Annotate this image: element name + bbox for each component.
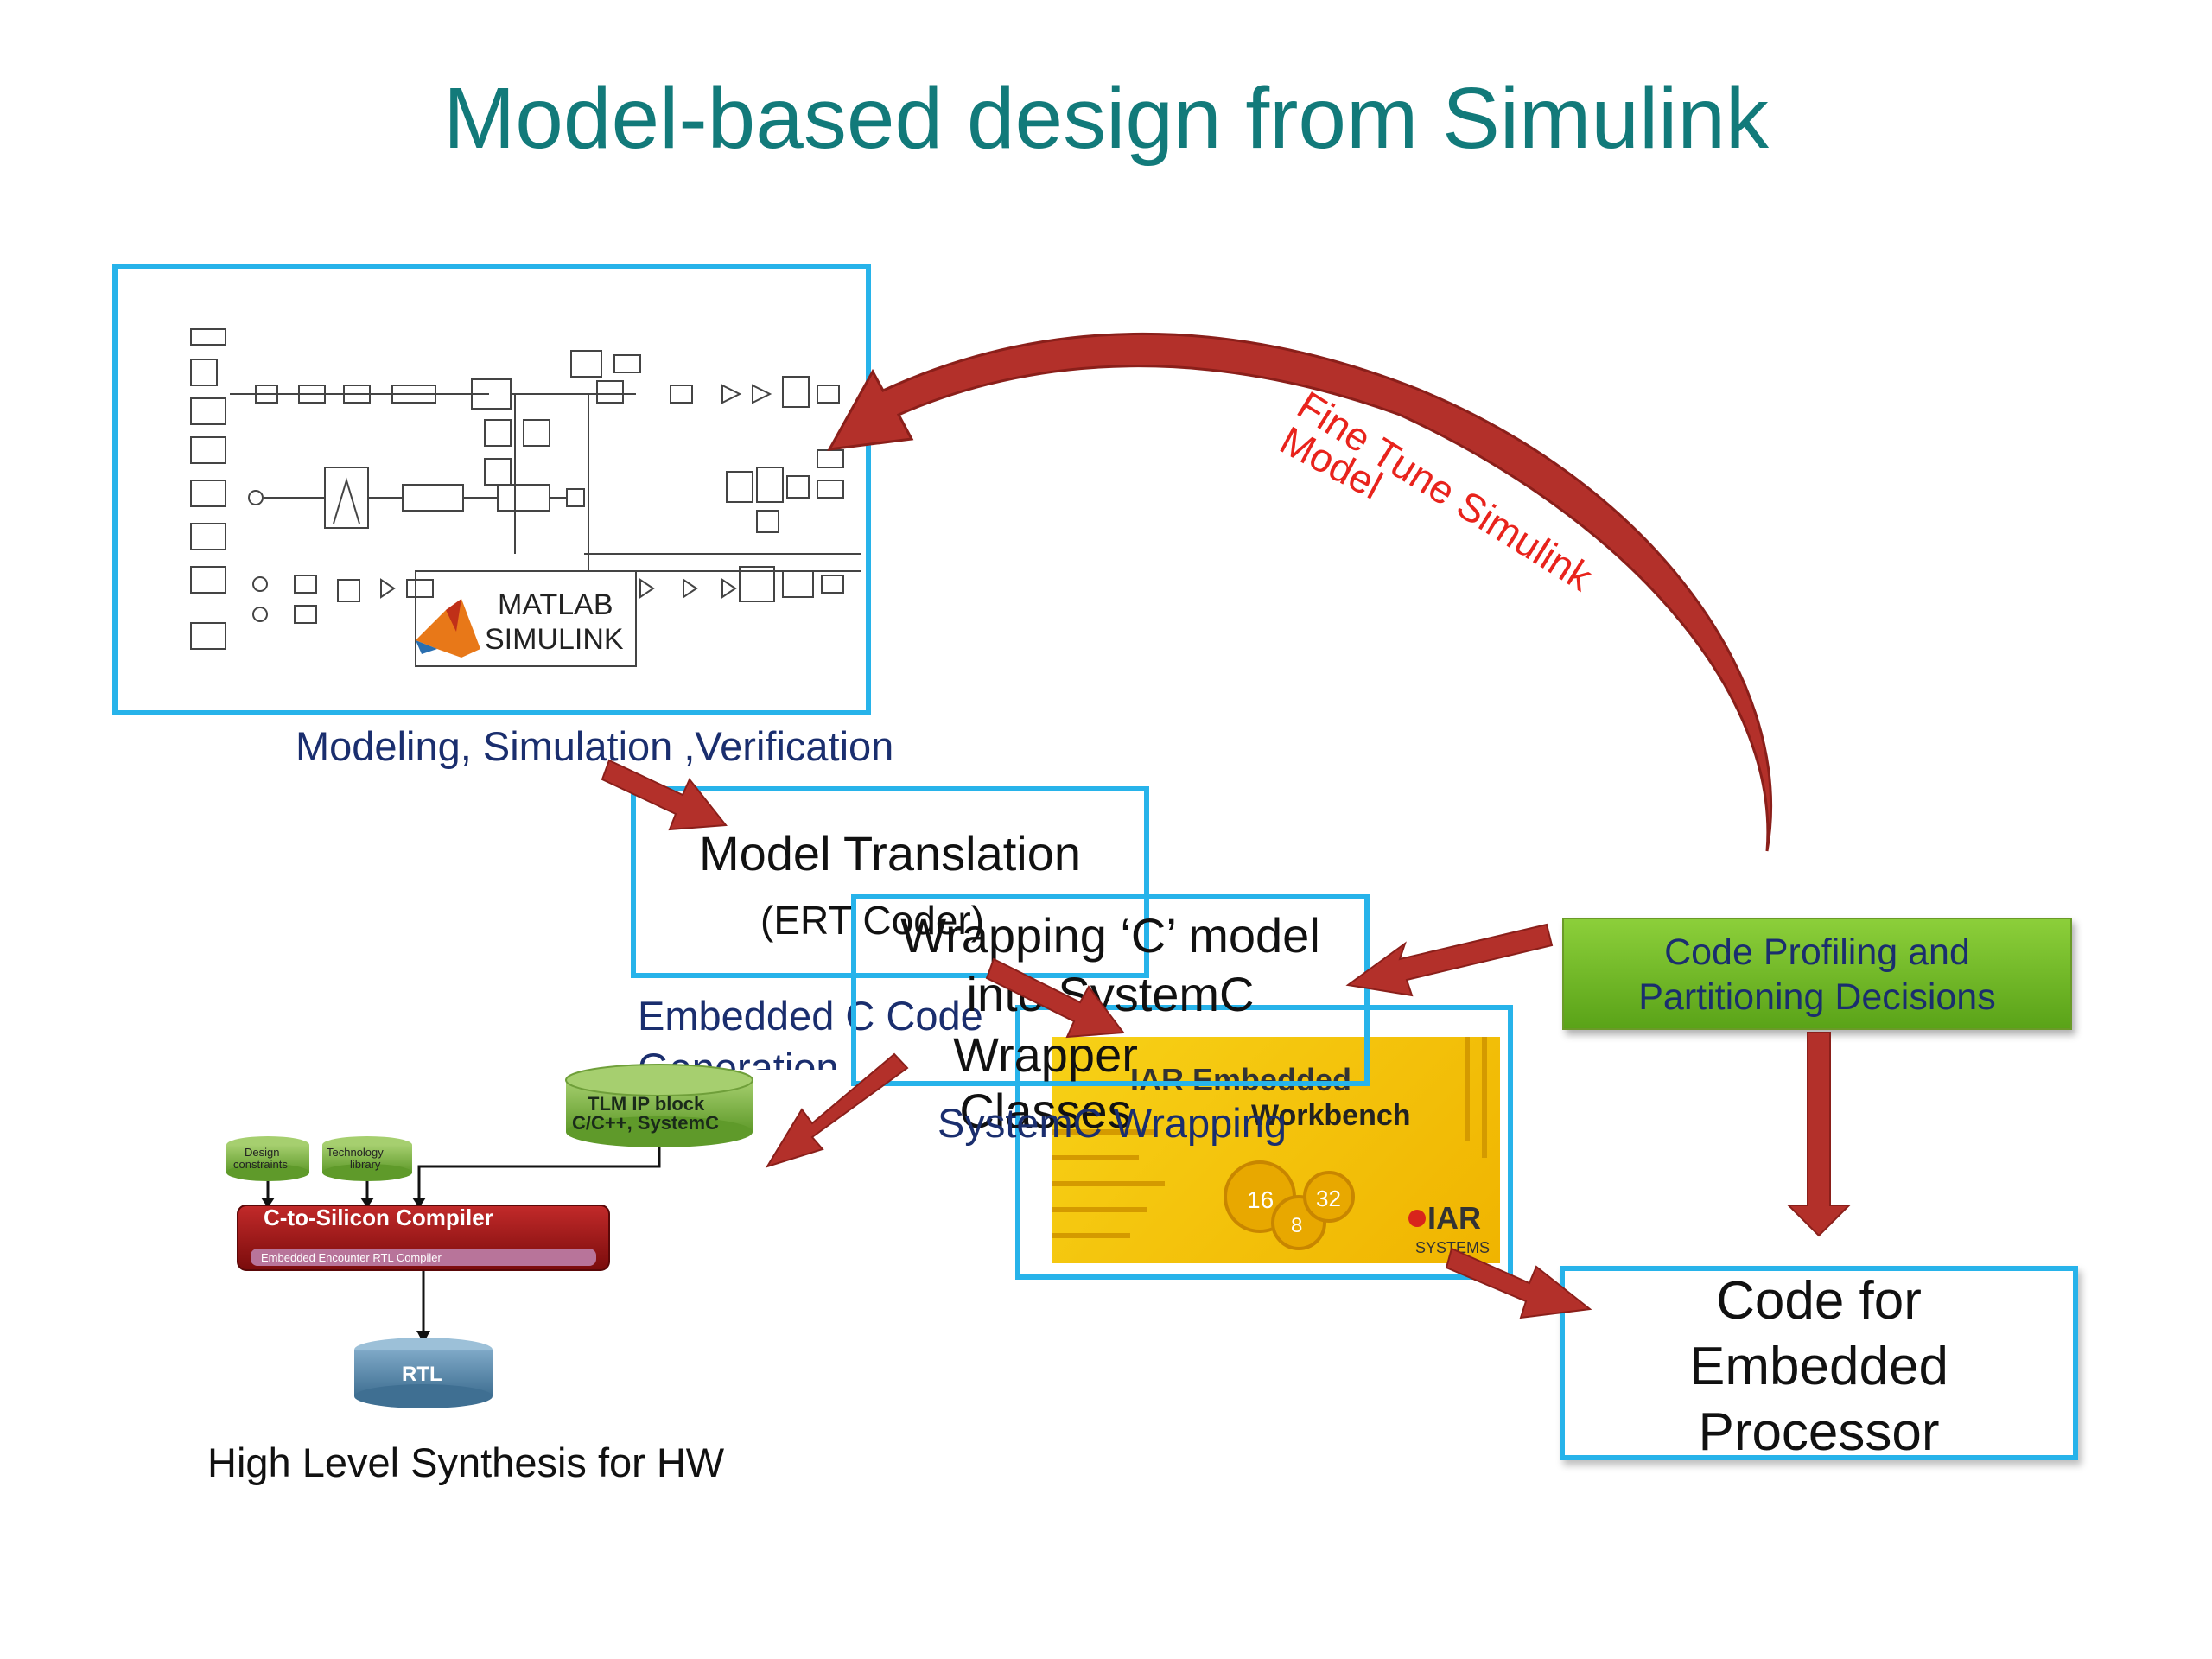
design-constraints-line1: Design [245, 1146, 279, 1159]
tlm-label-line2: C/C++, SystemC [572, 1112, 719, 1134]
arrow-to-embedded-code [1786, 1032, 1852, 1237]
design-constraints-line2: constraints [233, 1158, 288, 1171]
arrow-to-hls [765, 1052, 909, 1168]
embedded-code-line3: Processor [1698, 1402, 1940, 1462]
slide-title: Model-based design from Simulink [442, 70, 1770, 167]
rtl-label: RTL [402, 1363, 442, 1386]
iar-panel-frame [1015, 1005, 1513, 1280]
model-translation-label: Model Translation [698, 826, 1081, 880]
code-profiling-line2: Partitioning Decisions [1638, 976, 1996, 1018]
simulink-block-diagram: MATLAB SIMULINK [190, 328, 861, 667]
systemc-wrapping-caption: SystemC Wrapping [938, 1100, 1287, 1146]
arrow-profiling-to-wrapping [1345, 923, 1554, 997]
chip-8-text: 8 [1291, 1214, 1302, 1237]
embedded-code-line2: Embedded [1689, 1337, 1948, 1396]
iar-systems-text: SYSTEMS [1415, 1239, 1490, 1256]
wrapping-label-line3: Wrapper Classes [953, 1027, 1138, 1138]
iar-title-text: IAR Embedded [1130, 1062, 1351, 1097]
chip-32-text: 32 [1316, 1185, 1341, 1211]
arrow-to-model-translation [601, 759, 728, 831]
iar-workbench-image: 16 32 8 IAR Embedded Workbench IAR SYSTE… [1052, 1037, 1500, 1263]
hls-caption: High Level Synthesis for HW [207, 1440, 725, 1485]
iar-workbench-text: Workbench [1251, 1099, 1411, 1132]
compiler-sub-label: Embedded Encounter RTL Compiler [261, 1251, 442, 1264]
iar-logo-text: IAR [1427, 1200, 1481, 1236]
compiler-label: C-to-Silicon Compiler [264, 1205, 493, 1230]
tech-library-line2: library [350, 1158, 381, 1171]
systemc-wrapping-box [851, 894, 1370, 1086]
ert-coder-label: (ERT Coder) [760, 898, 985, 943]
fine-tune-feedback-arrow [827, 333, 1772, 852]
iar-logo-icon [1408, 1210, 1426, 1227]
chip-16-text: 16 [1247, 1186, 1274, 1213]
embedded-code-box [1560, 1266, 2078, 1460]
tlm-label-line1: TLM IP block [588, 1093, 705, 1115]
matlab-logo-text: MATLAB [498, 588, 613, 621]
c-code-generation-caption-line1: Embedded C Code [638, 993, 983, 1039]
tlm-cylinder-top [565, 1064, 753, 1096]
model-translation-box [631, 786, 1149, 978]
code-profiling-line1: Code Profiling and [1664, 931, 1970, 973]
simulink-model-panel: MATLAB SIMULINK [112, 264, 871, 715]
code-profiling-box: Code Profiling and Partitioning Decision… [1562, 918, 2072, 1030]
simulink-caption: Modeling, Simulation ,Verification [296, 723, 894, 769]
simulink-logo-text: SIMULINK [485, 623, 624, 656]
tech-library-line1: Technology [327, 1146, 384, 1159]
arrow-to-wrapping [985, 957, 1125, 1039]
wrapping-label-line1: Wrapping ‘C’ model [900, 908, 1320, 963]
embedded-code-line1: Code for [1716, 1271, 1922, 1331]
matlab-logo-icon [416, 599, 480, 658]
arrow-iar-to-embedded [1445, 1247, 1592, 1319]
